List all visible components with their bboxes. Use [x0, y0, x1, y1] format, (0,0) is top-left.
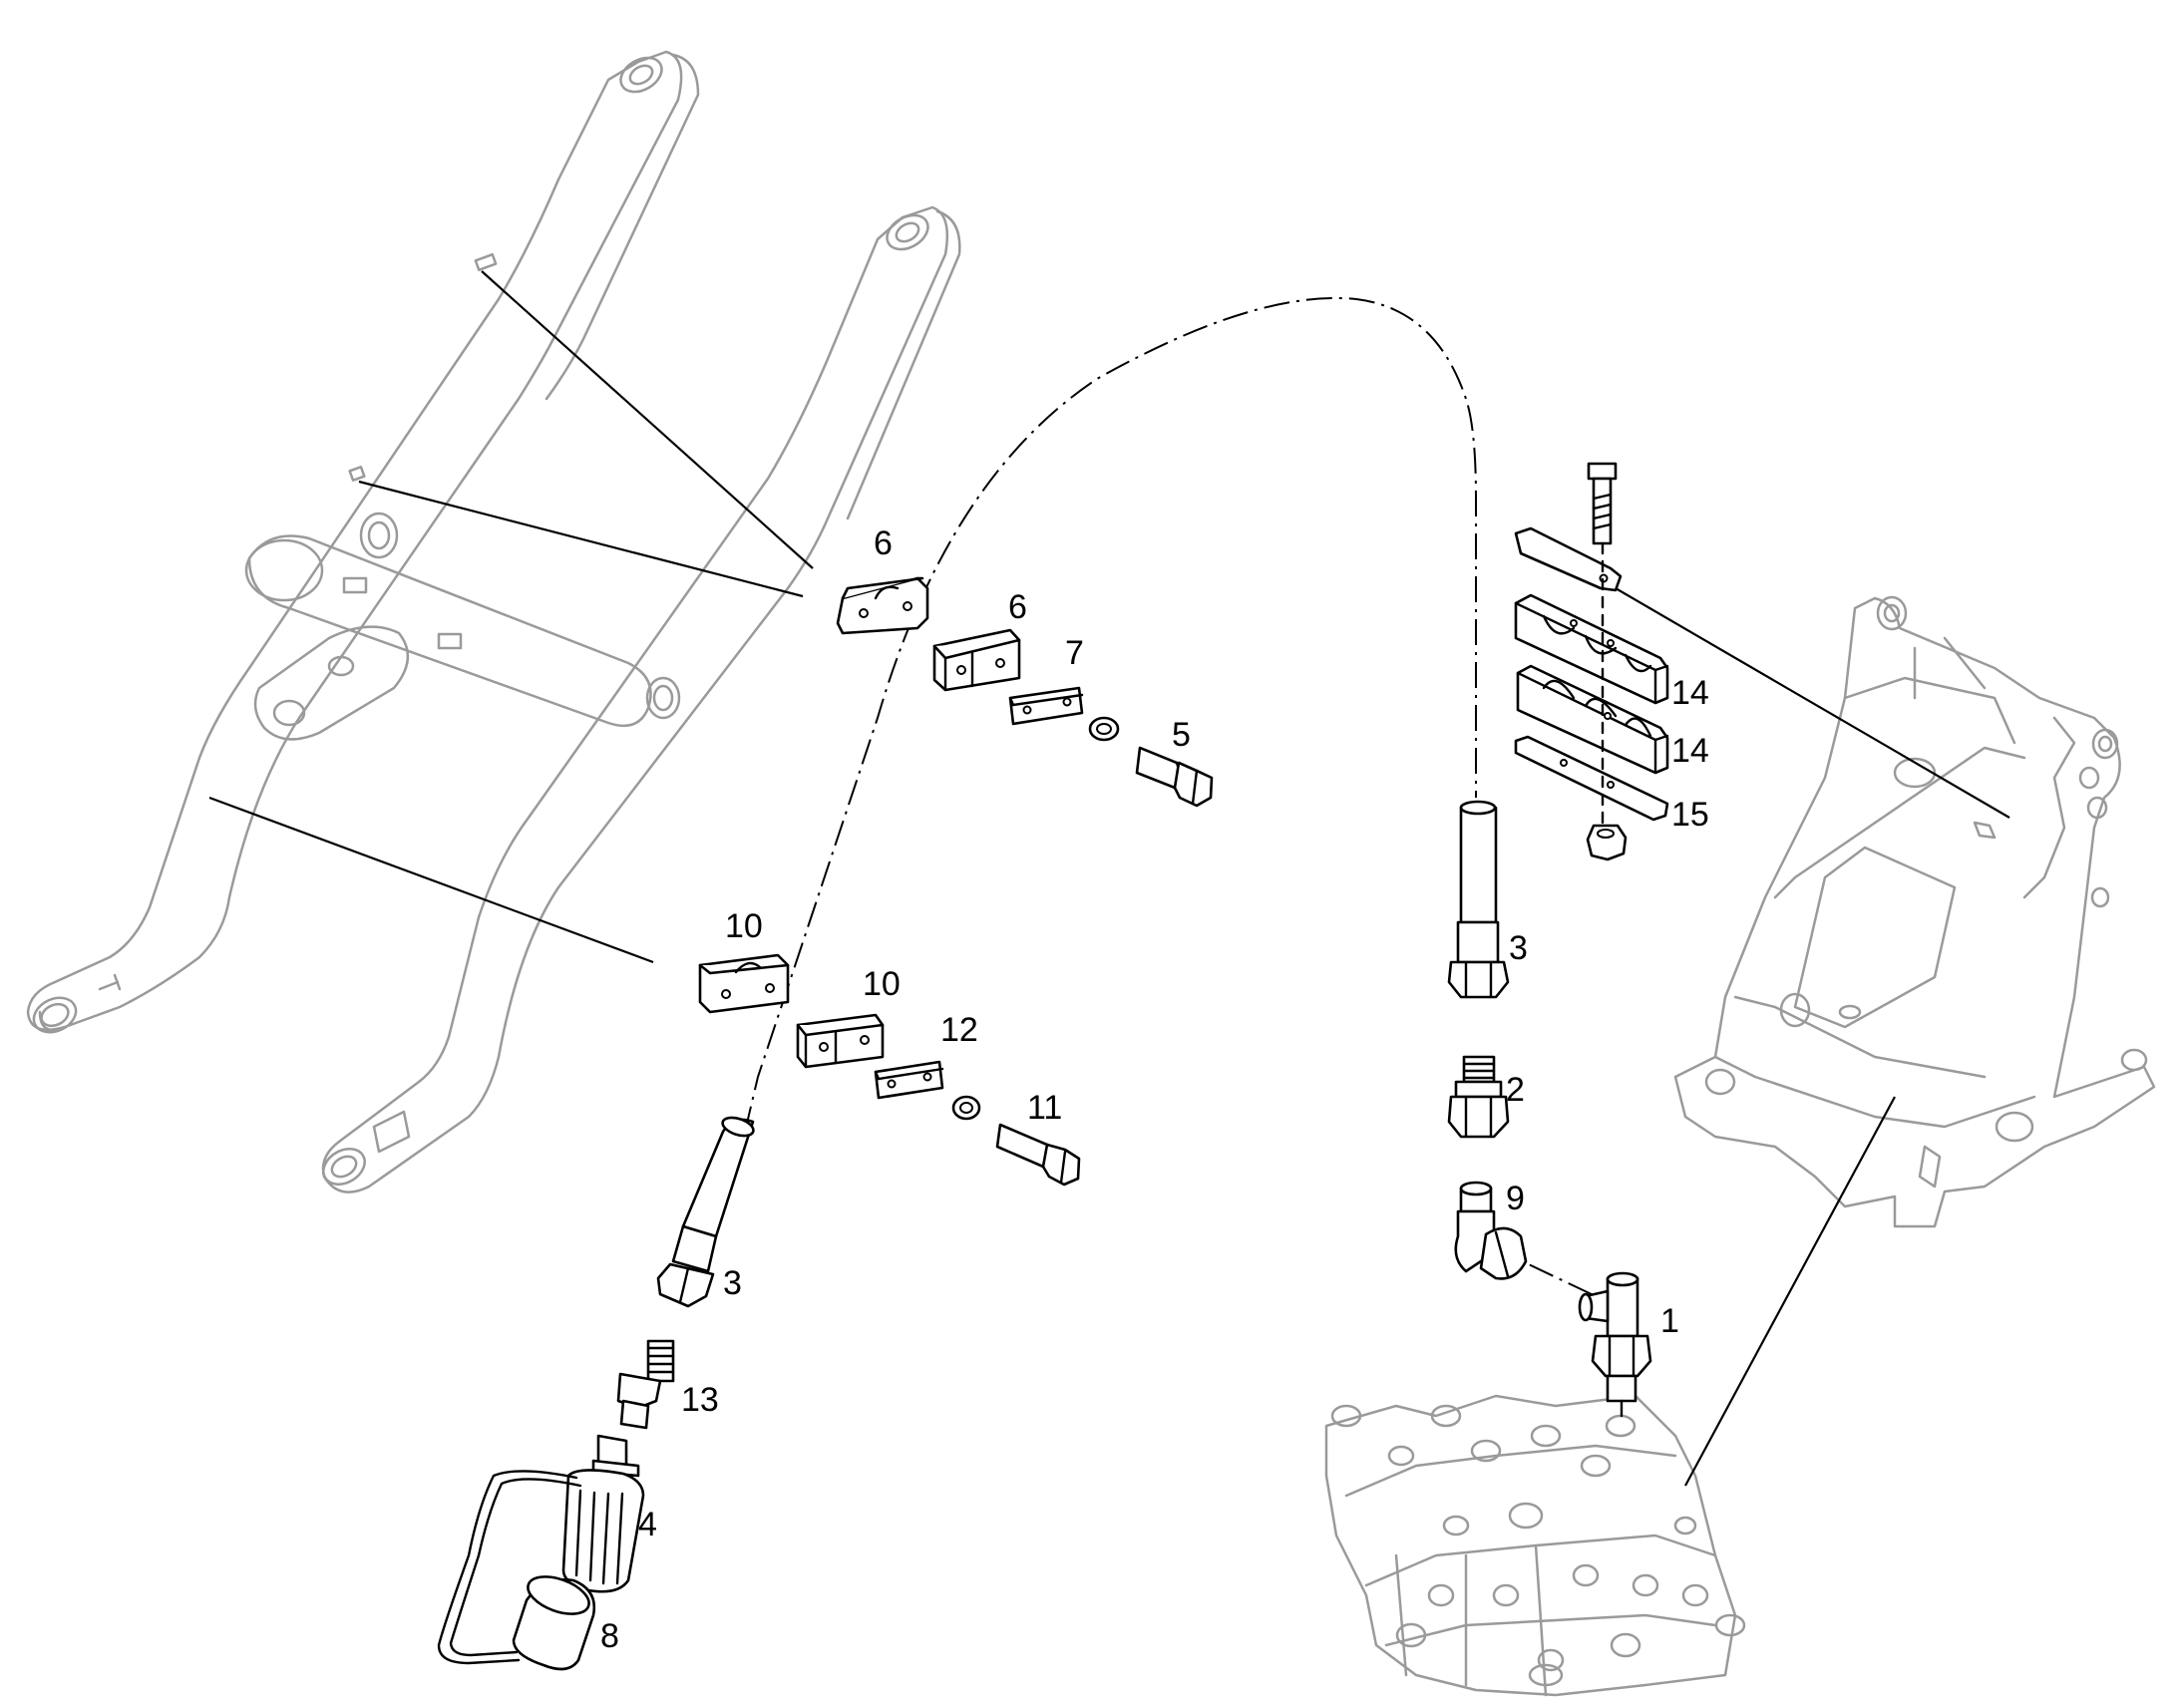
clamp-half-10b: [796, 1013, 885, 1069]
hose-route: [744, 297, 1597, 1297]
label-10b: 10: [863, 965, 901, 1003]
loader-chassis-frame: [1673, 595, 2156, 1228]
bolt-11: [995, 1123, 1081, 1187]
quick-coupling-4: [561, 1434, 645, 1593]
label-15: 15: [1671, 796, 1709, 834]
label-8: 8: [600, 1617, 619, 1655]
dust-cap-strap: [437, 1470, 582, 1665]
callout-labels: 1 2 3 3 4 5 6 6 7 8 9 10 10 11 12 13 14 …: [600, 524, 1709, 1655]
adapter-2: [1447, 1055, 1510, 1139]
clamp-half-6b: [932, 628, 1021, 692]
washer-11: [951, 1095, 981, 1121]
cover-plate-12: [874, 1060, 944, 1100]
label-3a: 3: [1509, 929, 1528, 967]
label-1: 1: [1660, 1302, 1679, 1340]
label-9: 9: [1506, 1180, 1525, 1217]
washer-5: [1088, 716, 1120, 742]
label-14b: 14: [1671, 732, 1709, 770]
control-valve-block: [1324, 1394, 1746, 1697]
clamp-nut: [1586, 824, 1628, 861]
label-6b: 6: [1008, 588, 1027, 626]
label-5: 5: [1172, 716, 1191, 754]
label-2: 2: [1506, 1071, 1525, 1109]
label-13: 13: [681, 1381, 719, 1419]
clamp-plate-15: [1514, 735, 1669, 822]
bolt-5: [1135, 746, 1214, 808]
label-11: 11: [1027, 1089, 1062, 1127]
label-12: 12: [940, 1011, 978, 1049]
clamp-bolt: [1587, 462, 1618, 545]
clamp-half-10a: [698, 953, 790, 1014]
dust-cap-8: [512, 1575, 596, 1671]
label-6a: 6: [874, 524, 893, 562]
adapter-13: [616, 1339, 675, 1430]
elbow-fitting-9: [1454, 1181, 1528, 1280]
hose-fitting-3-right: [1447, 800, 1510, 999]
leader-lines: [208, 270, 2010, 1487]
label-3b: 3: [723, 1264, 742, 1302]
label-14a: 14: [1671, 674, 1709, 712]
label-7: 7: [1065, 634, 1084, 672]
clamp-half-14a: [1514, 593, 1669, 705]
cover-plate-7: [1008, 686, 1084, 726]
clamp-half-14b: [1516, 664, 1669, 775]
label-4: 4: [638, 1506, 657, 1543]
loader-arm-frame: [26, 50, 961, 1194]
label-10a: 10: [725, 907, 763, 945]
hose-fitting-3-left: [656, 1116, 755, 1308]
clamp-half-6a: [836, 576, 929, 635]
tee-fitting-1: [1578, 1271, 1652, 1418]
